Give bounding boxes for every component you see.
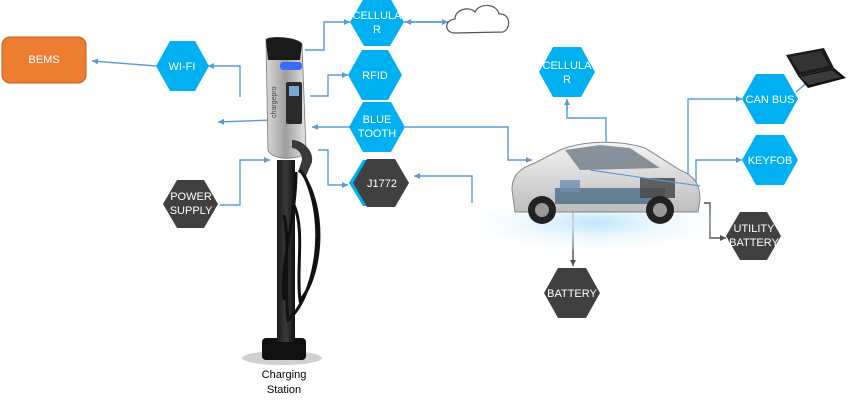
bems-node[interactable]: BEMS [1, 36, 87, 84]
charging-station-caption-line1: Charging [262, 369, 307, 381]
utility-battery-label-line1: UTILITY [734, 223, 776, 235]
connector-wifi-bems [91, 58, 157, 67]
cellular-top-label-line2: R [373, 24, 381, 36]
battery-label: BATTERY [547, 288, 597, 300]
keyfob-label: KEYFOB [748, 155, 793, 167]
connector-car-canbus [687, 96, 742, 187]
bems-label: BEMS [28, 54, 59, 66]
power-supply-label-line2: SUPPLY [170, 205, 213, 217]
can-bus-node[interactable]: CAN BUS [742, 74, 798, 124]
bluetooth-label-line1: BLUE [363, 114, 392, 126]
connector-station-j1772 [318, 149, 348, 188]
wifi-label: WI-FI [169, 61, 196, 73]
power-supply-label-line1: POWER [170, 191, 212, 203]
connector-station-wifi [208, 63, 241, 97]
connector-station-cellular [305, 19, 350, 51]
rfid-label: RFID [362, 70, 388, 82]
cloud-icon [446, 4, 510, 34]
electric-car-image [470, 141, 720, 250]
cellular-car-label-line1: CELLULA [543, 60, 593, 72]
cellular-car-label-line2: R [563, 74, 571, 86]
battery-node[interactable]: BATTERY [544, 268, 600, 318]
cellular-car-node[interactable]: CELLULA R [539, 47, 595, 97]
station-brand: chargepro [271, 86, 278, 118]
connector-car-cellular [564, 99, 607, 143]
connector-car-keyfob [695, 157, 742, 190]
utility-battery-node[interactable]: UTILITY BATTERY [726, 212, 781, 260]
connector-station-left [217, 118, 275, 125]
utility-battery-label-line2: BATTERY [729, 237, 779, 249]
rfid-node[interactable]: RFID [348, 50, 402, 100]
j1772-label: J1772 [367, 178, 397, 190]
wifi-node[interactable]: WI-FI [156, 41, 209, 91]
bluetooth-node[interactable]: BLUE TOOTH [349, 102, 405, 152]
connector-bluetooth-car [405, 126, 532, 163]
power-supply-node[interactable]: POWER SUPPLY [163, 180, 218, 228]
can-bus-label: CAN BUS [746, 94, 795, 106]
cellular-top-label-line1: CELLULA [353, 10, 403, 22]
connector-station-rfid [310, 72, 348, 97]
j1772-node[interactable]: J1772 [349, 159, 409, 207]
laptop-icon [786, 48, 846, 88]
cellular-top-node[interactable]: CELLULA R [350, 0, 404, 46]
connector-car-j1772 [414, 173, 473, 203]
bluetooth-label-line2: TOOTH [358, 128, 396, 140]
charging-station-image: chargepro [242, 36, 322, 365]
charging-station-caption-line2: Station [267, 384, 301, 396]
keyfob-node[interactable]: KEYFOB [742, 135, 798, 185]
connector-power-station [220, 157, 270, 206]
